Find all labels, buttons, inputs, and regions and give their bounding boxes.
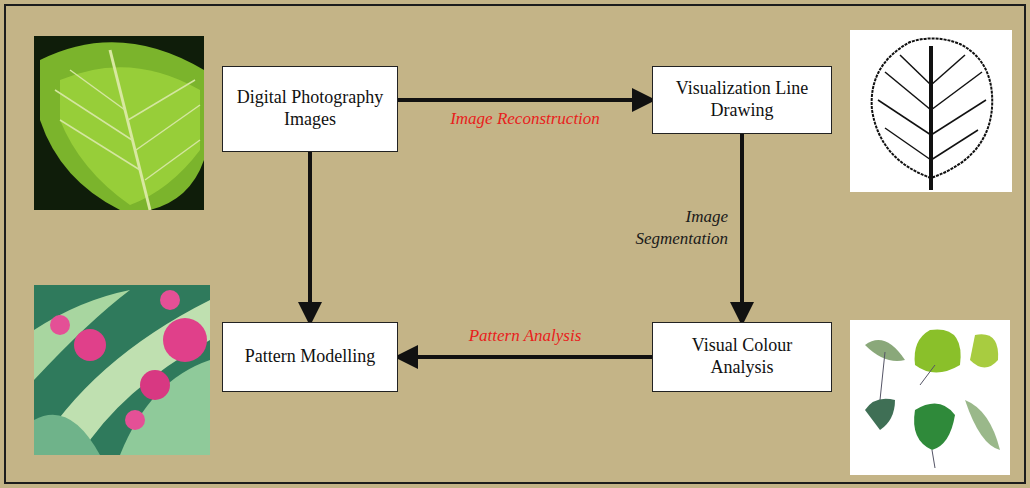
frame [5,5,1025,483]
leaf-photo [34,36,204,210]
palm-leaves [850,320,1010,475]
flow-arrow [398,355,652,359]
flow-arrow [308,152,312,322]
process-box: Visualization Line Drawing [652,66,832,134]
process-box: Visual Colour Analysis [652,322,832,392]
process-box: Pattern Modelling [222,322,398,392]
process-box: Digital Photography Images [222,66,398,152]
box-label: Visual Colour Analysis [663,335,821,379]
box-label: Pattern Modelling [245,346,375,368]
flow-arrow [740,134,744,322]
flow-arrow [398,98,652,102]
leaf-line-drawing [850,30,1012,192]
box-label: Digital Photography Images [233,87,387,131]
edge-label: Image Segmentation [618,206,728,250]
flower-pattern [34,285,210,455]
box-label: Visualization Line Drawing [663,78,821,122]
edge-label: Pattern Analysis [469,325,582,347]
edge-label: Image Reconstruction [450,108,600,130]
